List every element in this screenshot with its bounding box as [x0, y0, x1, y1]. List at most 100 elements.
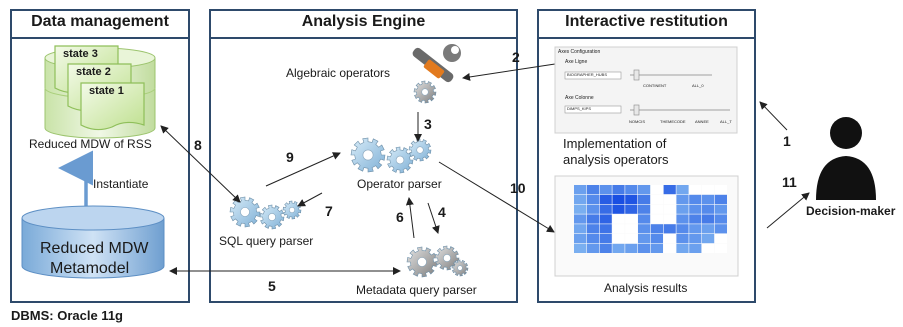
heatmap-cell: [702, 224, 715, 234]
implementation-label-line1: Implementation of: [563, 136, 667, 151]
algebraic-operators-label: Algebraic operators: [286, 66, 391, 80]
flow-arrow-7: [297, 192, 323, 207]
heatmap-cell: [574, 185, 587, 195]
wrench-gear-icon: [412, 44, 461, 83]
gears-layer: [229, 80, 469, 278]
heatmap-cell: [638, 243, 651, 253]
operator-parser-gear-icon-2: [386, 146, 414, 174]
state-documents-icon: [54, 45, 145, 131]
axe-ligne-tick-2: ALL_0: [692, 83, 704, 88]
flow-arrow-8: [160, 125, 241, 203]
heatmap-cell: [689, 234, 702, 244]
heatmap-cell: [612, 185, 625, 195]
heatmap-cell: [586, 224, 599, 234]
axe-ligne-tick-1: CONTINENT: [643, 83, 667, 88]
heatmap-cell: [586, 204, 599, 214]
state-3-label: state 3: [63, 48, 98, 60]
heatmap-cell: [714, 204, 727, 214]
heatmap-cell: [638, 185, 651, 195]
heatmap-cell: [702, 194, 715, 204]
heatmap-cell: [689, 243, 702, 253]
heatmap-screenshot: [554, 175, 739, 277]
sql-query-parser-label: SQL query parser: [219, 234, 314, 248]
flow-arrow-9: [265, 152, 341, 187]
decision-maker-icon: [816, 117, 876, 200]
flow-number-11: 11: [782, 174, 797, 190]
instantiate-label: Instantiate: [93, 177, 149, 191]
flow-number-8: 8: [194, 137, 202, 153]
heatmap-cell: [574, 204, 587, 214]
heatmap-cell: [586, 234, 599, 244]
heatmap-cell: [650, 204, 663, 214]
axe-ligne-select: BIOGRAPHER_HUBS: [567, 72, 608, 77]
axes-config-title: Axes Configuration: [558, 49, 601, 55]
heatmap-cell: [638, 204, 651, 214]
heatmap-cell: [599, 224, 612, 234]
interactive-restitution-title: Interactive restitution: [565, 13, 728, 30]
heatmap-cell: [702, 214, 715, 224]
heatmap-cell: [625, 194, 638, 204]
flow-arrow-1: [759, 101, 788, 131]
axe-colonne-tick-2: THEMECODE: [660, 119, 686, 124]
axe-colonne-tick-3: ANNEE: [695, 119, 709, 124]
heatmap-cell: [638, 194, 651, 204]
state-2-label: state 2: [76, 66, 111, 78]
heatmap-cell: [612, 204, 625, 214]
flow-arrow-10: [438, 161, 555, 233]
heatmap-cell: [574, 243, 587, 253]
flow-number-5: 5: [268, 278, 276, 294]
reduced-mdw-label: Reduced MDW of RSS: [29, 137, 152, 151]
state-1-label: state 1: [89, 85, 124, 97]
heatmap-cell: [689, 185, 702, 195]
heatmap-cell: [714, 243, 727, 253]
flow-number-7: 7: [325, 203, 333, 219]
algebraic-operators-gear-icon: [413, 80, 437, 104]
flow-arrow-6: [405, 197, 415, 239]
metamodel-database-icon: [21, 205, 165, 279]
axes-configuration-screenshot: [554, 46, 738, 134]
axe-colonne-select: DIMPS_KIPS: [567, 106, 592, 111]
heatmap-cell: [689, 224, 702, 234]
heatmap-cell: [663, 194, 676, 204]
heatmap-cell: [676, 185, 689, 195]
heatmap-cell: [612, 224, 625, 234]
heatmap-cell: [599, 185, 612, 195]
heatmap-cell: [650, 214, 663, 224]
heatmap-cell: [650, 234, 663, 244]
flow-arrow-4: [427, 202, 440, 234]
operator-parser-gear-icon-3: [408, 138, 432, 162]
analysis-results-label: Analysis results: [604, 281, 688, 295]
heatmap-cell: [625, 185, 638, 195]
heatmap-cell: [574, 234, 587, 244]
heatmap-cell: [612, 194, 625, 204]
heatmap-cell: [586, 243, 599, 253]
heatmap-cell: [625, 243, 638, 253]
operator-parser-gear-icon: [350, 137, 386, 173]
heatmap-cell: [663, 243, 676, 253]
heatmap-cell: [599, 214, 612, 224]
heatmap-cell: [689, 194, 702, 204]
heatmap-cell: [599, 234, 612, 244]
metadata-parser-gear-icon-2: [434, 245, 460, 271]
flow-number-2: 2: [512, 49, 520, 65]
analysis-engine-title: Analysis Engine: [301, 13, 426, 30]
heatmap-cell: [714, 194, 727, 204]
sql-parser-gear-icon-3: [282, 200, 302, 220]
heatmap-cell: [689, 204, 702, 214]
heatmap-cell: [612, 243, 625, 253]
axe-colonne-label: Axe Colonne: [565, 95, 594, 101]
heatmap-cell: [599, 204, 612, 214]
flow-number-4: 4: [438, 204, 446, 220]
heatmap-cell: [702, 234, 715, 244]
heatmap-cell: [650, 185, 663, 195]
heatmap-cell: [599, 243, 612, 253]
sql-parser-gear-icon-2: [259, 204, 285, 230]
heatmap-cell: [714, 214, 727, 224]
flow-arrow-2: [462, 63, 556, 81]
heatmap-cell: [663, 234, 676, 244]
metadata-parser-gear-icon: [406, 246, 438, 278]
heatmap-cell: [689, 214, 702, 224]
axe-colonne-tick-4: ALL_T: [720, 119, 732, 124]
heatmap-cell: [676, 243, 689, 253]
data-management-title: Data management: [31, 13, 169, 30]
